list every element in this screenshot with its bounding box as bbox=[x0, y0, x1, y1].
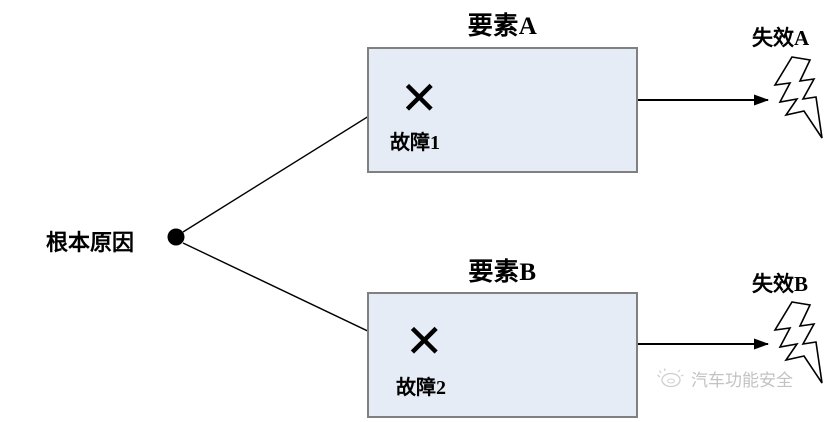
watermark: 汽车功能安全 bbox=[657, 366, 793, 391]
element-box-b bbox=[367, 292, 638, 418]
lightning-bolt-icon-a bbox=[773, 56, 823, 139]
cloud-logo-icon bbox=[657, 367, 684, 387]
fault-mark-b: ✕ bbox=[405, 314, 444, 368]
element-title-a: 要素A bbox=[467, 13, 538, 40]
connector-root-to-element-b bbox=[182, 242, 396, 345]
root-cause-node bbox=[167, 228, 185, 246]
root-cause-label: 根本原因 bbox=[46, 230, 135, 255]
connector-root-to-element-a bbox=[182, 100, 394, 233]
fault-mark-a: ✕ bbox=[400, 71, 439, 125]
lightning-bolt-icon-b bbox=[773, 301, 823, 384]
fault-label-b: 故障2 bbox=[396, 377, 446, 399]
fault-label-a: 故障1 bbox=[390, 132, 440, 154]
failure-label-a: 失效A bbox=[752, 26, 810, 50]
element-box-a bbox=[367, 47, 638, 173]
element-title-b: 要素B bbox=[468, 259, 537, 286]
failure-label-b: 失效B bbox=[752, 272, 809, 296]
watermark-text: 汽车功能安全 bbox=[691, 371, 793, 391]
